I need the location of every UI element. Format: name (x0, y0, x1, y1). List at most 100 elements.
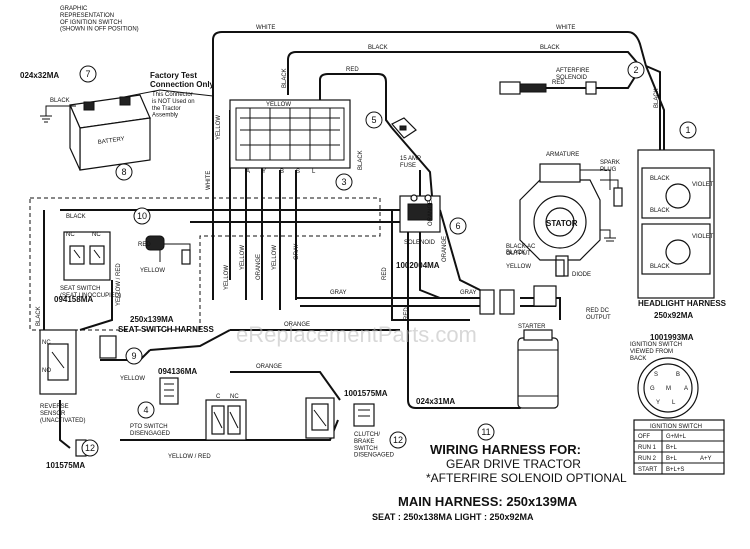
label-red-top: RED (346, 67, 359, 73)
violet-label-1: VIOLET (692, 182, 714, 188)
callout-11: 11 (481, 427, 490, 437)
label-black-top2: BLACK (540, 45, 560, 51)
callout-4: 4 (143, 405, 148, 415)
headlight-black-3: BLACK (650, 264, 670, 270)
label-yellow-term: YELLOW (266, 102, 291, 108)
label-white-top: WHITE (256, 25, 275, 31)
wire-reverse (59, 400, 71, 449)
label-orange-low: ORANGE (284, 322, 310, 328)
solenoid (399, 194, 441, 233)
label-black-vert1: BLACK (282, 68, 288, 88)
label-yellow-stator: YELLOW (506, 264, 531, 270)
armature-label: ARMATURE (546, 152, 579, 158)
diode-label: DIODE (572, 272, 591, 278)
callout-5: 5 (371, 115, 376, 125)
stator-ground (600, 229, 616, 242)
callout-1: 1 (685, 125, 690, 135)
diode (555, 259, 565, 277)
ign-table-title: IGNITION SWITCH (650, 424, 702, 430)
starter-plugs (479, 285, 557, 315)
cable-part: 024x31MA (416, 397, 455, 406)
fuse (391, 117, 417, 139)
wire-white-right (645, 65, 661, 160)
headlight-part: 250x92MA (654, 311, 693, 320)
ign-pin-l: L (672, 400, 676, 406)
label-black-top: BLACK (368, 45, 388, 51)
starter-label: STARTER (518, 324, 546, 330)
label-yellow-v3: YELLOW (272, 245, 278, 270)
terminal-b: B (280, 169, 284, 175)
wire-black-top (287, 51, 641, 95)
label-orange-v2: ORANGE (442, 236, 448, 262)
label-yellow-seat: YELLOW (140, 268, 165, 274)
clutch-brake-switch (305, 397, 335, 439)
connector-10 (145, 235, 191, 265)
watermark: eReplacementParts.com (236, 322, 477, 347)
terminal-a: A (246, 169, 250, 175)
clutch-connector (353, 403, 375, 427)
callouts: 1 2 3 4 5 6 7 8 9 10 11 12 12 (79, 61, 697, 457)
title-seat-light: SEAT : 250x138MA LIGHT : 250x92MA (372, 512, 534, 522)
label-black-left2: BLACK (36, 306, 42, 326)
wire-red-fuse (391, 127, 433, 197)
ign-pin-m: M (666, 386, 671, 392)
callout-7: 7 (85, 69, 90, 79)
wire-black-light (645, 65, 665, 160)
terminal-s: S (296, 169, 300, 175)
wire-orange-low2 (230, 371, 341, 401)
headlight-black-1: BLACK (650, 176, 670, 182)
label-black-left: BLACK (66, 214, 86, 220)
wire-gray-3 (419, 170, 441, 299)
headlight-label: HEADLIGHT HARNESS (638, 299, 727, 308)
pto-connector (159, 377, 179, 405)
ign-row-2-pos: RUN 2 (638, 456, 657, 462)
battery-black-label: BLACK (50, 98, 70, 104)
ign-row-2-extra: A+Y (700, 456, 712, 462)
callout-12-clutch: 12 (393, 435, 403, 445)
starter (517, 329, 559, 409)
wire-yellow-low2 (149, 329, 231, 351)
battery: BATTERY (69, 94, 151, 171)
ign-row-3-pos: START (638, 467, 657, 473)
reverse-nc: NC (42, 340, 51, 346)
headlight-harness (637, 149, 715, 299)
solenoid-label: SOLENOID (404, 240, 436, 246)
callout-8: 8 (121, 167, 126, 177)
pto-c: C (216, 394, 221, 400)
callout-6: 6 (455, 221, 460, 231)
label-red-mid: RED (138, 242, 151, 248)
pto-switch (205, 399, 247, 441)
label-red-v2: RED (404, 307, 410, 320)
spark-plug (613, 187, 623, 207)
label-yellow-left: YELLOW (216, 115, 222, 140)
label-black-vert3: BLACK (654, 88, 660, 108)
title-heading: WIRING HARNESS FOR: (430, 442, 581, 457)
callout-12-reverse: 12 (85, 443, 95, 453)
connector-9 (99, 335, 117, 359)
stator-label: STATOR (546, 219, 578, 228)
seat-nc-2: NC (92, 232, 101, 238)
label-orange-v: ORANGE (256, 254, 262, 280)
wire-yellow-red-left (79, 280, 113, 331)
label-orange-sol: ORANGE (428, 200, 434, 226)
label-gray-h2: GRAY (460, 290, 477, 296)
ignition-table (633, 419, 725, 475)
label-yellow-v1: YELLOW (224, 265, 230, 290)
callout-9: 9 (131, 351, 136, 361)
armature-wire (580, 169, 611, 190)
title-line1: GEAR DRIVE TRACTOR (446, 457, 581, 471)
battery-ground (40, 105, 76, 123)
ign-row-3-conn: B+L+S (666, 467, 684, 473)
wire-red-v (391, 210, 470, 321)
clutch-part: 1001575MA (344, 389, 388, 398)
label-black-vert2: BLACK (358, 150, 364, 170)
